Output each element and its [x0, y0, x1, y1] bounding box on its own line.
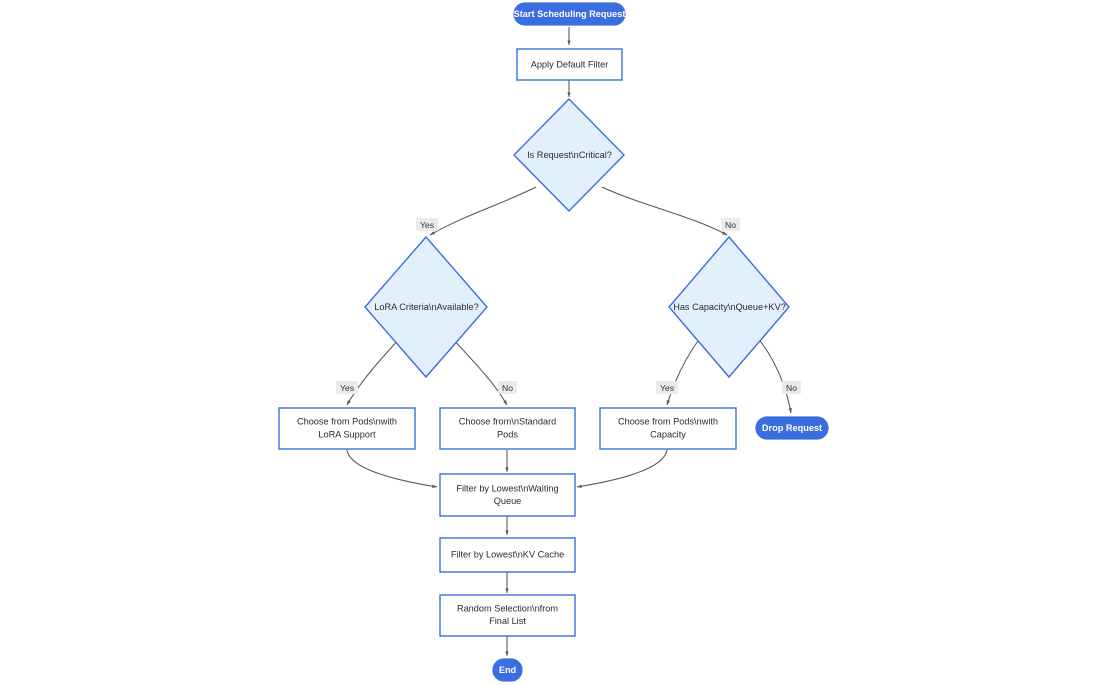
nodes-layer: Start Scheduling Request Apply Default F… [278, 2, 829, 682]
edge-is-critical-no-to-has-capacity [601, 186, 728, 236]
edge-label-critical-no-text: No [725, 220, 736, 230]
node-lora-criteria-available-label: LoRA Criteria\nAvailable? [374, 302, 479, 312]
edge-choose-capacity-pods-to-filter-waiting-queue [576, 449, 668, 488]
node-choose-standard-pods-label-line1: Choose from\nStandard [459, 416, 557, 426]
node-filter-kv-cache[interactable]: Filter by Lowest\nKV Cache [439, 537, 576, 573]
edge-label-lora-no-text: No [502, 383, 513, 393]
node-apply-default-filter-label: Apply Default Filter [531, 59, 609, 69]
edge-is-critical-yes-to-lora-criteria [429, 186, 537, 236]
edge-label-capacity-yes-text: Yes [660, 383, 674, 393]
node-end-label: End [499, 665, 516, 675]
edge-lora-no-to-choose-standard-pods [451, 337, 508, 406]
node-choose-capacity-pods[interactable]: Choose from Pods\nwith Capacity [599, 407, 737, 450]
node-random-selection[interactable]: Random Selection\nfrom Final List [439, 594, 576, 637]
node-filter-kv-cache-label: Filter by Lowest\nKV Cache [451, 549, 564, 559]
node-choose-capacity-pods-label-line1: Choose from Pods\nwith [618, 416, 718, 426]
edge-label-lora-yes: Yes [336, 381, 358, 394]
node-choose-standard-pods[interactable]: Choose from\nStandard Pods [439, 407, 576, 450]
node-choose-lora-pods-label-line1: Choose from Pods\nwith [297, 416, 397, 426]
node-filter-waiting-queue[interactable]: Filter by Lowest\nWaiting Queue [439, 473, 576, 517]
edge-label-capacity-yes: Yes [656, 381, 678, 394]
node-choose-capacity-pods-label-line2: Capacity [650, 429, 686, 439]
edges-layer [346, 27, 792, 657]
node-random-selection-label-line2: Final List [489, 616, 526, 626]
node-has-capacity-label: Has Capacity\nQueue+KV? [673, 302, 786, 312]
edge-capacity-yes-to-choose-capacity-pods [666, 337, 701, 406]
edge-label-lora-no: No [498, 381, 517, 394]
node-drop-request[interactable]: Drop Request [755, 416, 829, 440]
edge-label-critical-yes: Yes [416, 218, 438, 231]
node-random-selection-label-line1: Random Selection\nfrom [457, 603, 558, 613]
node-has-capacity[interactable]: Has Capacity\nQueue+KV? [668, 235, 790, 379]
node-end[interactable]: End [492, 658, 523, 682]
node-filter-waiting-queue-label-line1: Filter by Lowest\nWaiting [456, 483, 558, 493]
node-is-request-critical[interactable]: Is Request\nCritical? [513, 98, 625, 212]
node-is-request-critical-label: Is Request\nCritical? [527, 150, 612, 160]
node-start[interactable]: Start Scheduling Request [513, 2, 626, 26]
edge-label-critical-yes-text: Yes [420, 220, 434, 230]
edge-capacity-no-to-drop-request [757, 337, 792, 414]
node-choose-lora-pods[interactable]: Choose from Pods\nwith LoRA Support [278, 407, 416, 450]
edge-label-lora-yes-text: Yes [340, 383, 354, 393]
edge-label-capacity-no-text: No [786, 383, 797, 393]
edge-lora-yes-to-choose-lora-pods [346, 337, 401, 406]
node-drop-request-label: Drop Request [762, 423, 822, 433]
node-filter-waiting-queue-label-line2: Queue [494, 496, 522, 506]
edge-choose-lora-pods-to-filter-waiting-queue [346, 449, 438, 488]
node-start-label: Start Scheduling Request [514, 9, 626, 19]
edge-label-capacity-no: No [782, 381, 801, 394]
node-choose-standard-pods-label-line2: Pods [497, 429, 518, 439]
node-lora-criteria-available[interactable]: LoRA Criteria\nAvailable? [364, 235, 488, 379]
node-apply-default-filter[interactable]: Apply Default Filter [516, 48, 623, 81]
edge-labels-layer: Yes No Yes No Yes No [336, 218, 801, 394]
edge-label-critical-no: No [721, 218, 740, 231]
node-choose-lora-pods-label-line2: LoRA Support [318, 429, 376, 439]
